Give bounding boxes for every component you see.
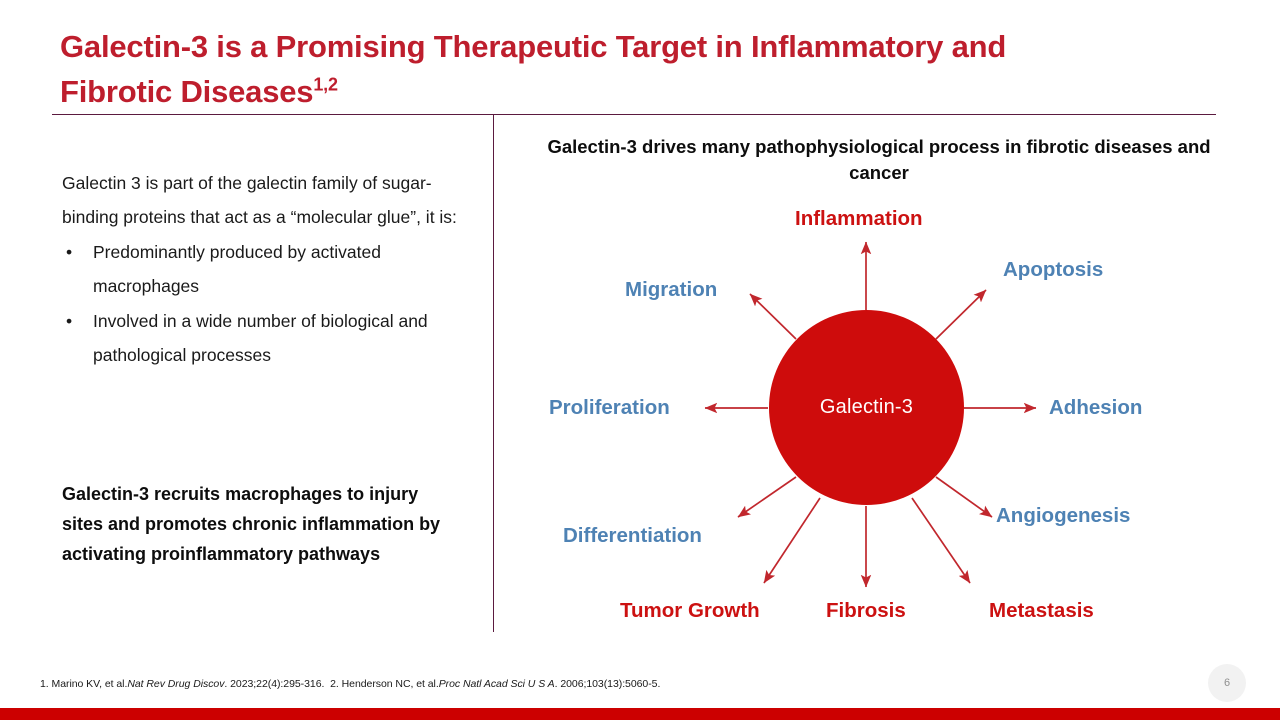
title-underline-divider [52, 114, 1216, 115]
bullet-list: • Predominantly produced by activated ma… [62, 235, 462, 372]
galectin-radial-diagram: Galectin-3 Inflammation Apoptosis Adhesi… [500, 190, 1220, 638]
arrow-to-tumor-growth [763, 497, 821, 584]
galectin-3-hub: Galectin-3 [769, 310, 964, 505]
arrow-to-migration [749, 293, 797, 340]
node-label-migration: Migration [625, 278, 718, 301]
arrow-to-angiogenesis [935, 476, 993, 518]
page-title: Galectin-3 is a Promising Therapeutic Ta… [60, 24, 1180, 115]
node-label-proliferation: Proliferation [549, 396, 670, 419]
reference-2-journal: Proc Natl Acad Sci U S A [438, 678, 555, 690]
arrow-to-apoptosis [935, 289, 987, 340]
node-label-apoptosis: Apoptosis [1003, 258, 1104, 281]
list-item: • Involved in a wide number of biologica… [62, 304, 462, 372]
slide-number-badge: 6 [1208, 664, 1246, 702]
node-label-metastasis: Metastasis [989, 599, 1094, 622]
arrow-to-metastasis [911, 497, 971, 584]
bottom-accent-bar [0, 708, 1280, 720]
list-item-label: Involved in a wide number of biological … [93, 310, 428, 365]
bullet-icon: • [66, 310, 73, 331]
footnote-references: 1. Marino KV, et al.Nat Rev Drug Discov.… [40, 678, 660, 690]
node-label-fibrosis: Fibrosis [826, 599, 906, 622]
arrow-to-differentiation [737, 476, 797, 518]
list-item-label: Predominantly produced by activated macr… [93, 242, 381, 297]
bullet-icon: • [66, 242, 73, 263]
arrow-layer [704, 241, 1037, 588]
reference-1-suffix: . 2023;22(4):295-316. [224, 678, 325, 690]
title-line-2: Fibrotic Diseases [60, 74, 314, 110]
reference-2-suffix: . 2006;103(13):5060-5. [554, 678, 661, 690]
diagram-heading: Galectin-3 drives many pathophysiologica… [547, 136, 1211, 183]
intro-paragraph: Galectin 3 is part of the galectin famil… [62, 173, 457, 228]
node-label-angiogenesis: Angiogenesis [996, 504, 1131, 527]
node-label-tumor-growth: Tumor Growth [620, 599, 760, 622]
list-item: • Predominantly produced by activated ma… [62, 235, 462, 303]
node-label-adhesion: Adhesion [1049, 396, 1143, 419]
reference-1-journal: Nat Rev Drug Discov [127, 678, 225, 690]
title-line-1: Galectin-3 is a Promising Therapeutic Ta… [60, 29, 1007, 64]
node-label-inflammation: Inflammation [795, 207, 923, 230]
left-text-column: Galectin 3 is part of the galectin famil… [62, 166, 462, 372]
emphasis-paragraph: Galectin-3 recruits macrophages to injur… [62, 484, 441, 565]
hub-label: Galectin-3 [819, 396, 914, 418]
title-superscript-refs: 1,2 [313, 74, 338, 95]
reference-1-prefix: 1. Marino KV, et al. [40, 678, 128, 690]
column-divider [493, 114, 494, 632]
node-label-differentiation: Differentiation [563, 524, 702, 547]
reference-2-prefix: 2. Henderson NC, et al. [330, 678, 439, 690]
